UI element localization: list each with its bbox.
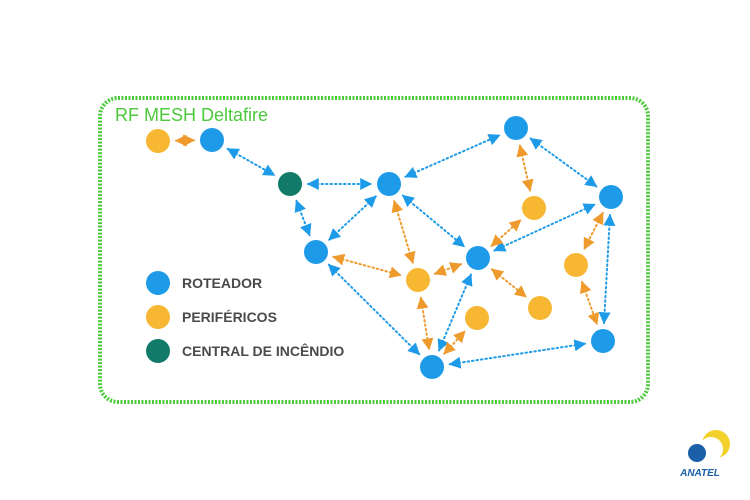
link-r4-p2 (332, 253, 402, 279)
legend-swatch-central (146, 339, 170, 363)
node-router-r8 (591, 329, 615, 353)
link-r5-r8 (598, 213, 616, 325)
legend-label-peripheral: PERIFÉRICOS (182, 309, 277, 325)
link-c1-r4 (294, 199, 312, 237)
link-r3-r5 (529, 137, 598, 188)
link-p2-r6 (433, 262, 463, 276)
anatel-logo: ANATEL (679, 430, 730, 479)
link-r4-r7 (327, 263, 421, 356)
link-r2-p2 (391, 200, 416, 264)
link-r6-p3 (490, 218, 522, 248)
link-r2-r4 (328, 195, 377, 241)
network-frame (98, 96, 650, 404)
nodes-layer (146, 116, 623, 379)
node-peripheral-p1 (146, 129, 170, 153)
node-peripheral-p5 (528, 296, 552, 320)
logo-text: ANATEL (679, 468, 720, 479)
node-router-r6 (466, 246, 490, 270)
logo-blue-globe (688, 444, 706, 462)
diagram-title: RF MESH Deltafire (115, 105, 268, 125)
node-peripheral-p6 (564, 253, 588, 277)
node-router-r7 (420, 355, 444, 379)
legend-label-central: CENTRAL DE INCÊNDIO (182, 342, 344, 359)
node-router-r1 (200, 128, 224, 152)
legend-swatch-router (146, 271, 170, 295)
link-r7-r8 (448, 339, 587, 369)
links-layer (174, 134, 616, 369)
link-r3-p3 (516, 144, 534, 192)
node-peripheral-p4 (465, 306, 489, 330)
node-router-r5 (599, 185, 623, 209)
legend: ROTEADOR PERIFÉRICOS CENTRAL DE INCÊNDIO (146, 271, 344, 363)
node-router-r3 (504, 116, 528, 140)
link-r1-c1 (226, 147, 276, 177)
link-r6-r7 (437, 273, 473, 352)
node-router-r4 (304, 240, 328, 264)
link-r2-r6 (401, 194, 466, 248)
link-r2-r3 (404, 134, 501, 178)
node-peripheral-p2 (406, 268, 430, 292)
node-router-r2 (377, 172, 401, 196)
legend-label-router: ROTEADOR (182, 275, 262, 291)
node-central-c1 (278, 172, 302, 196)
link-r5-p6 (583, 211, 604, 251)
link-r6-p5 (491, 268, 527, 298)
node-peripheral-p3 (522, 196, 546, 220)
link-p2-r7 (416, 296, 434, 351)
legend-swatch-peripheral (146, 305, 170, 329)
link-p6-r8 (579, 280, 600, 326)
link-r7-p4 (443, 330, 466, 355)
